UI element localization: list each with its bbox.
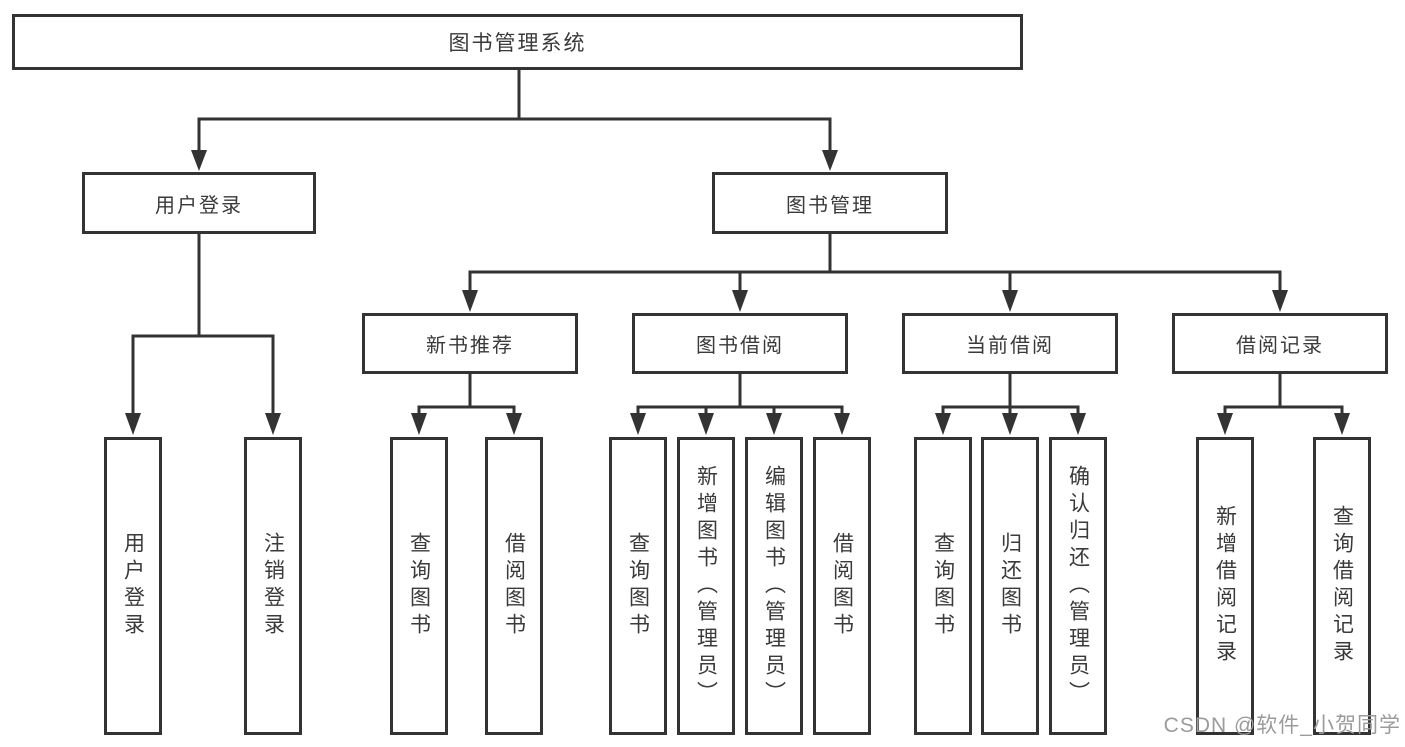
node-book-borrowing: 图书借阅 [632, 313, 848, 374]
leaf-borrow-books: 借阅图书 [813, 437, 871, 735]
node-library-management-system: 图书管理系统 [12, 14, 1023, 70]
node-label: 图书借阅 [696, 335, 784, 357]
node-book-management: 图书管理 [712, 172, 948, 234]
leaf-logout: 注销登录 [244, 437, 302, 735]
leaf-query-borrow-record: 查询借阅记录 [1313, 437, 1371, 735]
node-label: 图书管理 [786, 194, 874, 217]
leaf-user-login: 用户登录 [104, 437, 162, 735]
leaf-query-books-borrow: 查询图书 [609, 437, 667, 735]
node-current-borrowing: 当前借阅 [902, 313, 1118, 374]
leaf-add-borrow-record: 新增借阅记录 [1196, 437, 1254, 735]
node-label: 新书推荐 [426, 335, 514, 357]
leaf-query-books-recommend: 查询图书 [390, 437, 448, 735]
leaf-label: 归还图书 [998, 532, 1022, 640]
leaf-edit-books-admin: 编辑图书（管理员） [745, 437, 803, 735]
leaf-label: 查询图书 [407, 532, 431, 640]
leaf-label: 用户登录 [121, 532, 145, 640]
leaf-label: 编辑图书（管理员） [762, 464, 786, 708]
node-user-login: 用户登录 [82, 172, 316, 234]
node-label: 图书管理系统 [448, 32, 587, 55]
leaf-borrow-books-recommend: 借阅图书 [485, 437, 543, 735]
node-borrowing-records: 借阅记录 [1172, 313, 1388, 374]
leaf-label: 注销登录 [261, 532, 285, 640]
leaf-return-books: 归还图书 [981, 437, 1039, 735]
leaf-label: 借阅图书 [502, 532, 526, 640]
leaf-label: 新增借阅记录 [1213, 505, 1237, 667]
arrowhead-icons [125, 150, 1350, 435]
leaf-label: 新增图书（管理员） [694, 464, 718, 708]
leaf-confirm-return-admin: 确认归还（管理员） [1049, 437, 1107, 735]
leaf-query-books-current: 查询图书 [914, 437, 972, 735]
leaf-label: 查询图书 [626, 532, 650, 640]
leaf-label: 查询借阅记录 [1330, 505, 1354, 667]
leaf-label: 确认归还（管理员） [1066, 464, 1090, 708]
leaf-label: 借阅图书 [830, 532, 854, 640]
node-new-book-recommend: 新书推荐 [362, 313, 578, 374]
node-label: 借阅记录 [1236, 335, 1324, 357]
leaf-label: 查询图书 [931, 532, 955, 640]
node-label: 用户登录 [155, 194, 243, 217]
leaf-add-books-admin: 新增图书（管理员） [677, 437, 735, 735]
node-label: 当前借阅 [966, 335, 1054, 357]
csdn-watermark: CSDN @软件_小贺同学 [1163, 714, 1401, 737]
